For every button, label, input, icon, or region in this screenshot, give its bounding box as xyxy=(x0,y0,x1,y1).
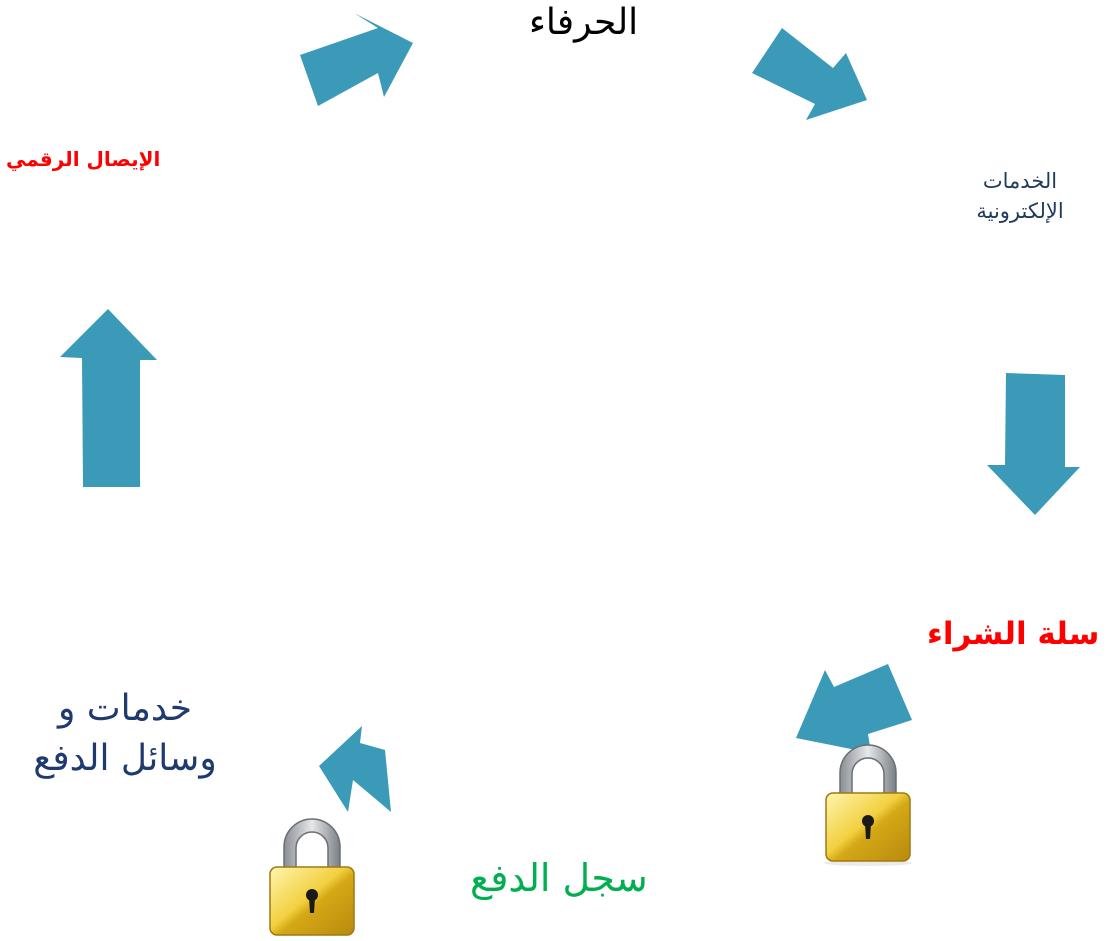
arrow-down xyxy=(987,373,1080,515)
arrow-up-right xyxy=(300,13,413,106)
node-payment-log: سجل الدفع xyxy=(470,852,648,904)
node-payment-means: خدمات و وسائل الدفع xyxy=(5,684,245,784)
node-payment-log-label: سجل الدفع xyxy=(470,856,648,900)
node-clients-label: الحرفاء xyxy=(529,2,639,43)
node-digital-receipt-label: الإيصال الرقمي xyxy=(6,147,161,171)
node-eservices: الخدمات الإلكترونية xyxy=(960,166,1080,226)
node-cart-label: سلة الشراء xyxy=(927,616,1100,652)
padlock-icon xyxy=(824,744,912,866)
node-payment-means-line2: وسائل الدفع xyxy=(33,738,217,779)
arrow-down-left xyxy=(796,664,912,753)
arrow-up-left xyxy=(319,726,391,812)
node-clients: الحرفاء xyxy=(529,0,638,46)
node-digital-receipt: الإيصال الرقمي xyxy=(6,145,160,173)
node-cart: سلة الشراء xyxy=(927,612,1099,656)
arrow-up xyxy=(60,309,157,487)
node-payment-means-line1: خدمات و xyxy=(57,688,193,729)
node-eservices-line1: الخدمات xyxy=(982,169,1058,193)
node-eservices-line2: الإلكترونية xyxy=(976,199,1064,223)
padlock-icon xyxy=(269,818,355,936)
arrow-down-right xyxy=(752,28,867,120)
